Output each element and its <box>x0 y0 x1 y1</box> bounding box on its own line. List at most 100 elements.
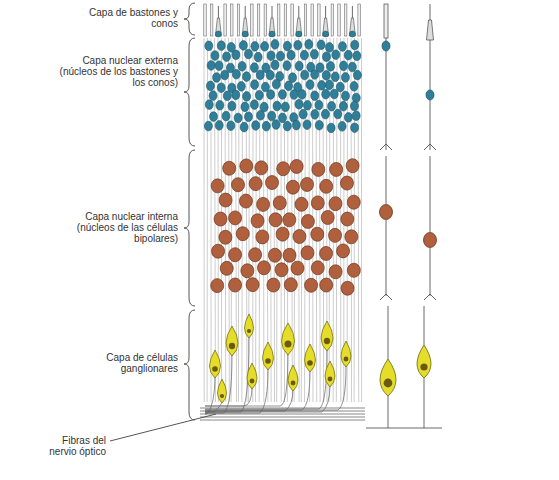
leader-line <box>110 414 216 441</box>
nucleus-bipolar <box>347 195 360 209</box>
nucleus-outer <box>332 50 340 60</box>
nucleus-outer <box>206 81 214 91</box>
nucleus-bipolar <box>267 278 280 292</box>
nucleus-outer <box>336 82 344 92</box>
nucleus-bipolar <box>276 227 289 241</box>
nucleus-outer <box>217 41 225 51</box>
nucleus-outer <box>272 79 280 89</box>
fiber-line <box>319 38 321 402</box>
optic-fiber <box>200 411 365 412</box>
nucleus-bipolar <box>246 278 259 292</box>
nucleus-outer <box>251 42 259 52</box>
rod <box>231 4 233 36</box>
nucleus-outer <box>351 123 359 133</box>
ganglion-cell <box>417 345 431 378</box>
nucleus-outer <box>339 101 347 111</box>
layer-label: Capa nuclear externa (núcleos de los bas… <box>46 55 178 88</box>
nucleus-bipolar <box>320 179 333 193</box>
cone-tip <box>298 6 299 18</box>
cone-tip <box>325 6 326 18</box>
rod <box>284 4 286 36</box>
ganglion-cell <box>325 361 335 387</box>
cone-nucleus <box>242 31 248 37</box>
nucleus-bipolar <box>257 261 270 275</box>
nucleus-outer <box>244 49 252 59</box>
rod <box>257 4 259 36</box>
nucleus-bipolar <box>312 162 325 176</box>
nucleus-bipolar <box>301 214 314 228</box>
nucleus-bipolar <box>329 228 342 242</box>
nucleus-outer <box>292 120 300 130</box>
nucleus-bipolar <box>283 213 296 227</box>
nucleus-bipolar <box>346 159 359 173</box>
nucleus-outer <box>271 60 279 70</box>
ganglion-cell <box>288 365 298 391</box>
layer-label: Capa nuclear interna (núcleos de las cél… <box>70 211 178 244</box>
nucleus-outer <box>351 40 359 50</box>
nucleus-bipolar <box>236 227 249 241</box>
nucleus-outer <box>283 121 291 131</box>
nucleus-bipolar <box>380 205 393 220</box>
nucleus-outer <box>303 120 311 130</box>
nucleus-outer <box>305 40 313 50</box>
ganglion-nucleus <box>285 341 292 348</box>
nucleus-outer <box>232 69 240 79</box>
synapse <box>424 144 436 232</box>
nucleus-bipolar <box>219 230 232 244</box>
nucleus-outer <box>252 121 260 131</box>
nucleus-outer <box>298 90 306 100</box>
nucleus-bipolar <box>341 281 354 295</box>
nucleus-outer <box>267 90 275 100</box>
nucleus-outer <box>211 51 219 61</box>
ganglion-nucleus <box>229 343 235 349</box>
nucleus-outer <box>334 109 342 119</box>
cone-tip <box>218 6 219 18</box>
nucleus-outer <box>232 50 240 60</box>
axon <box>205 365 346 410</box>
nucleus-bipolar <box>255 161 268 175</box>
rod <box>224 4 226 36</box>
nucleus-outer <box>341 73 349 83</box>
nucleus-bipolar <box>340 176 353 190</box>
nucleus-outer <box>322 71 330 81</box>
nucleus-bipolar <box>311 261 324 275</box>
cone <box>242 18 248 36</box>
ganglion-nucleus <box>250 379 255 384</box>
nucleus-outer <box>261 41 269 51</box>
ganglion-nucleus <box>247 329 251 333</box>
rod <box>211 4 213 36</box>
nucleus-bipolar <box>286 180 299 194</box>
nucleus-outer <box>338 122 346 132</box>
cone-nucleus <box>215 31 221 37</box>
ganglion-cell <box>245 314 254 338</box>
nucleus-outer <box>306 80 314 90</box>
nucleus-outer <box>295 99 303 109</box>
nucleus-outer <box>331 72 339 82</box>
optic-fiber <box>200 414 365 415</box>
nucleus-bipolar <box>277 162 290 176</box>
nucleus-bipolar <box>241 264 254 278</box>
nucleus-outer <box>239 41 247 51</box>
nucleus-outer <box>321 109 329 119</box>
nucleus-bipolar <box>240 159 253 173</box>
nucleus-outer <box>234 113 242 123</box>
rod <box>384 4 388 38</box>
ganglion-nucleus <box>265 358 271 364</box>
ganglion-cell <box>341 341 351 367</box>
rod <box>237 4 239 36</box>
ganglion-cell <box>218 379 227 403</box>
nucleus-bipolar <box>212 244 225 258</box>
nucleus-bipolar <box>320 278 333 292</box>
nucleus-outer <box>238 62 246 72</box>
nucleus-outer <box>353 70 361 80</box>
nucleus-bipolar <box>220 261 233 275</box>
nucleus-outer <box>267 51 275 61</box>
nucleus-outer <box>207 61 215 71</box>
nucleus-outer <box>303 100 311 110</box>
nucleus-outer <box>344 113 352 123</box>
nucleus-outer <box>299 109 307 119</box>
nucleus-outer <box>241 102 249 112</box>
synapse <box>380 220 392 359</box>
nucleus-bipolar <box>211 279 224 293</box>
nucleus-outer <box>223 91 231 101</box>
